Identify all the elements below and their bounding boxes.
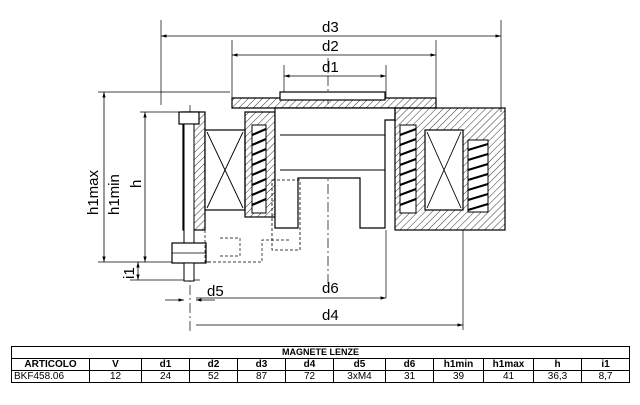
cell-h: 36,3: [533, 370, 582, 383]
cell-h1min: 39: [433, 370, 484, 383]
col-header: d4: [285, 358, 334, 371]
dimension-lines: [102, 34, 501, 327]
cell-d3: 87: [237, 370, 286, 383]
col-header: d6: [385, 358, 434, 371]
label-d2: d2: [322, 38, 339, 55]
table-row: BKF458.06 12 24 52 87 72 3xM4 31 39 41 3…: [11, 370, 631, 383]
technical-drawing: d3 d2 d1 d6 d4 d5 h1max h1min h i1: [85, 19, 506, 332]
col-header: ARTICOLO: [11, 358, 90, 371]
cell-d4: 72: [285, 370, 334, 383]
table-title: MAGNETE LENZE: [10, 346, 631, 359]
col-header: h: [533, 358, 582, 371]
label-d3: d3: [322, 19, 339, 36]
cell-d6: 31: [385, 370, 434, 383]
col-header: d1: [141, 358, 190, 371]
label-h1min: h1min: [106, 174, 123, 215]
cell-d1: 24: [141, 370, 190, 383]
cell-articolo: BKF458.06: [11, 370, 90, 383]
cell-v: 12: [89, 370, 142, 383]
col-header: h1max: [483, 358, 534, 371]
col-header: d5: [333, 358, 386, 371]
label-d1: d1: [322, 59, 339, 76]
mounting-bolt: [171, 111, 207, 282]
col-header: d2: [189, 358, 238, 371]
label-d4: d4: [322, 307, 339, 324]
spec-table: MAGNETE LENZE ARTICOLO V d1 d2 d3 d4 d5 …: [10, 346, 631, 383]
col-header: i1: [580, 358, 631, 371]
housing-outline: [204, 230, 290, 263]
col-header: h1min: [433, 358, 484, 371]
cell-d5: 3xM4: [333, 370, 386, 383]
label-h: h: [128, 180, 145, 188]
label-i1: i1: [121, 267, 138, 279]
left-magnet-body: [182, 111, 276, 231]
label-h1max: h1max: [85, 169, 102, 215]
label-d5: d5: [207, 283, 224, 300]
cell-i1: 8,7: [580, 370, 631, 383]
table-header-row: ARTICOLO V d1 d2 d3 d4 d5 d6 h1min h1max…: [11, 358, 631, 371]
col-header: d3: [237, 358, 286, 371]
right-magnet-body: [394, 107, 506, 231]
cell-d2: 52: [189, 370, 238, 383]
cell-h1max: 41: [483, 370, 534, 383]
label-d6: d6: [322, 280, 339, 297]
extension-lines: [98, 20, 502, 330]
col-header: V: [89, 358, 142, 371]
